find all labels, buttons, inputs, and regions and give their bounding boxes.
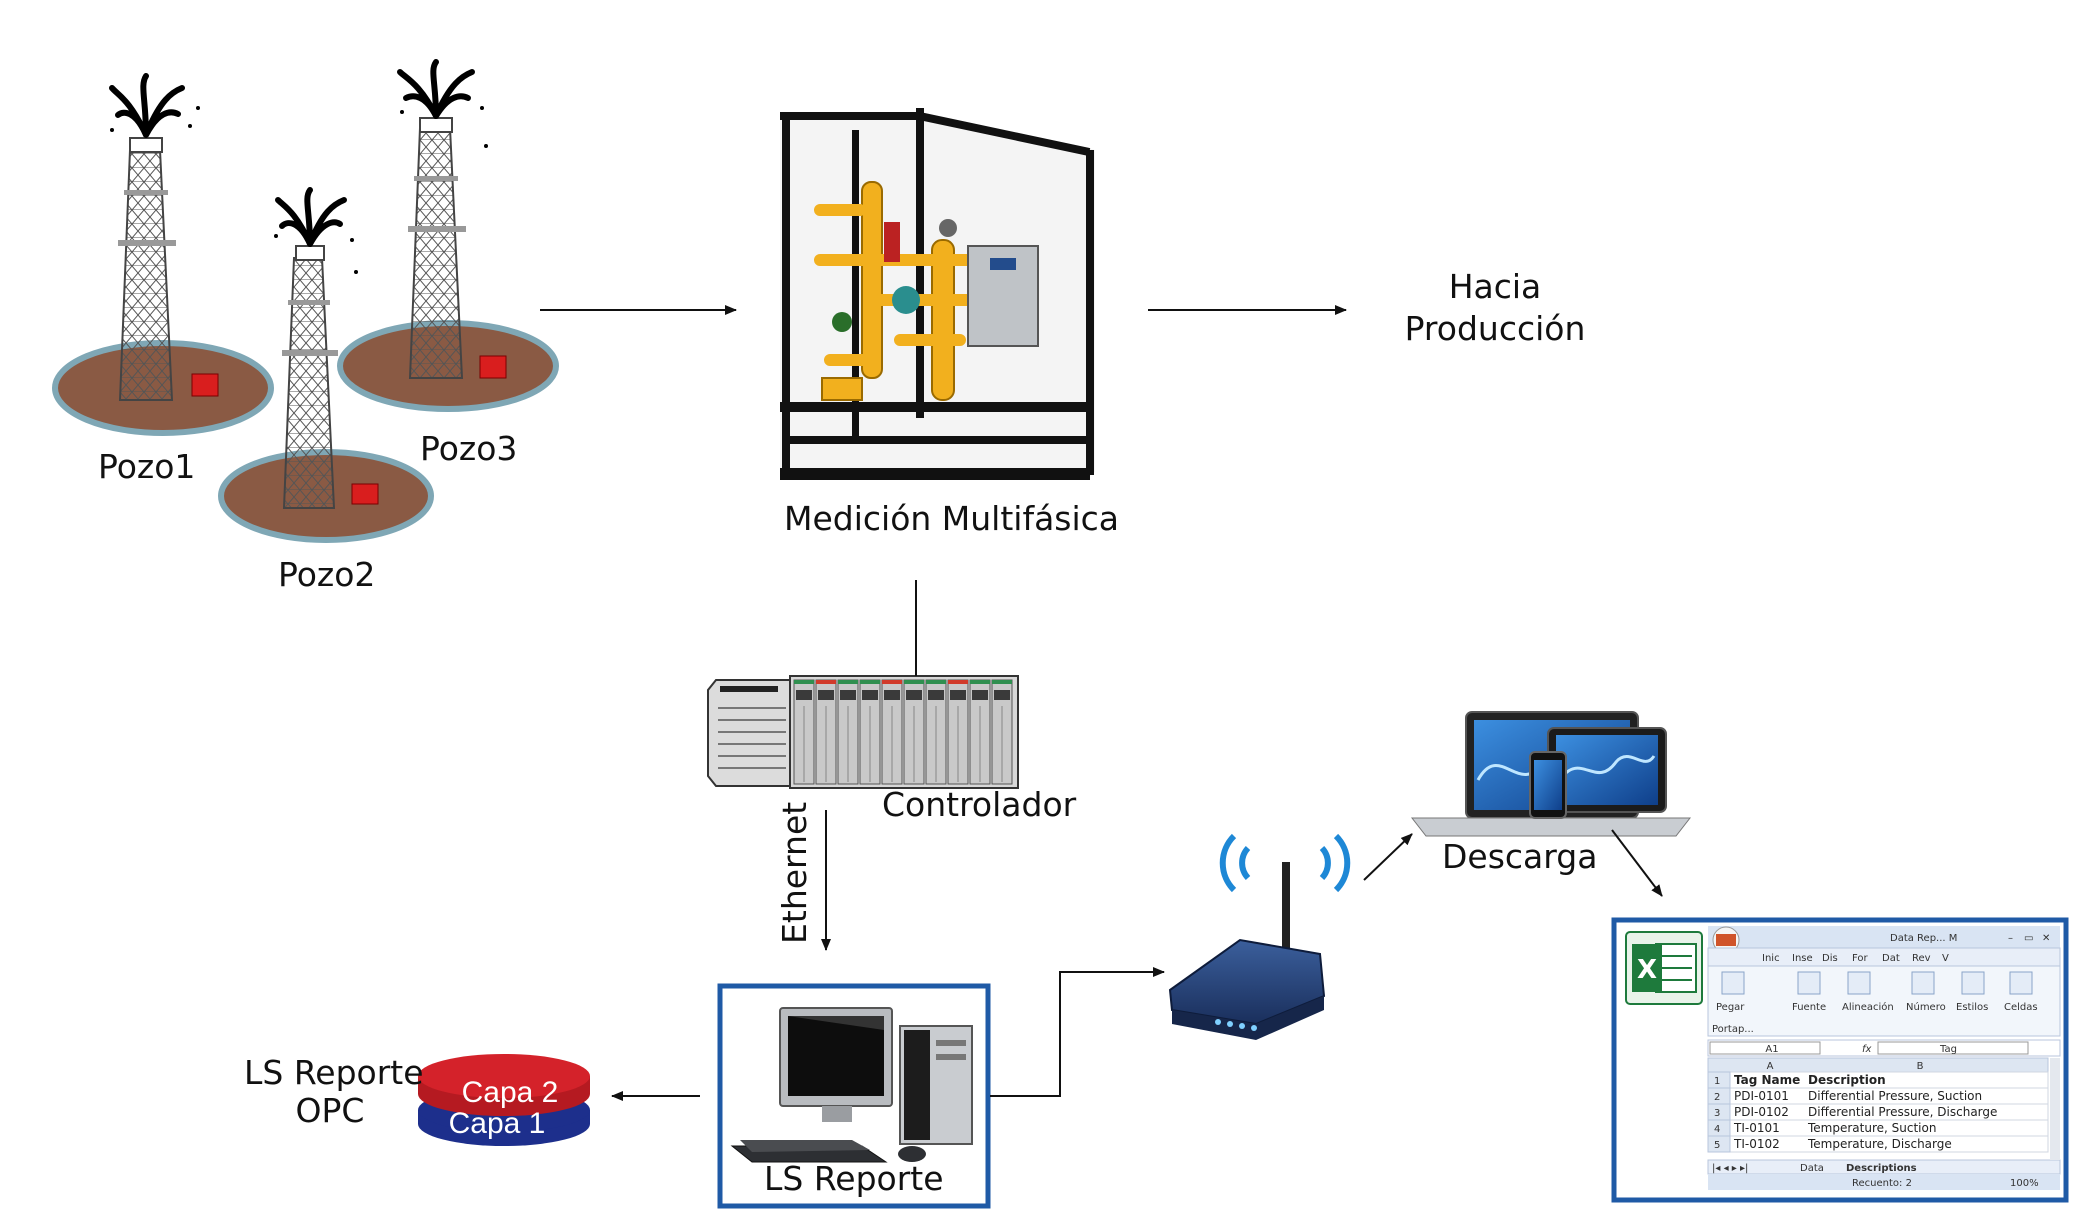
- svg-text:✕: ✕: [2042, 933, 2050, 944]
- well-2: [218, 187, 434, 543]
- plc-io-module: [903, 679, 925, 785]
- table-row: 3 PDI-0102 Differential Pressure, Discharg…: [1707, 1103, 2049, 1121]
- arrow-pc-to-router: [990, 967, 1165, 1097]
- cell-b[interactable]: Temperature, Discharge: [1807, 1137, 1952, 1151]
- plc-io-module: [815, 679, 837, 785]
- layer-2-label: Capa 2: [462, 1076, 559, 1109]
- plc-io-module: [793, 679, 815, 785]
- excel-window: X Data Rep... M –▭ ✕ Inic Inse Dis For Dat Rev…: [1611, 917, 2069, 1203]
- opc-label-line1: LS Reporte: [244, 1053, 424, 1092]
- production-label-line1: Hacia: [1448, 267, 1542, 306]
- controller-label: Controlador: [882, 785, 1077, 824]
- cell-b[interactable]: Differential Pressure, Discharge: [1808, 1105, 1997, 1119]
- excel-logo-icon: X: [1625, 931, 1703, 1005]
- ribbon-tab[interactable]: For: [1852, 953, 1869, 964]
- well-1-label: Pozo1: [98, 447, 196, 486]
- ribbon-tab[interactable]: Dat: [1882, 953, 1900, 964]
- ribbon-group-4[interactable]: Estilos: [1956, 1002, 1988, 1013]
- oil-derrick-icon: [109, 73, 219, 401]
- row-number: 3: [1714, 1108, 1720, 1119]
- oil-derrick-icon: [274, 187, 379, 509]
- plc-io-module: [947, 679, 969, 785]
- well-1: [52, 73, 274, 436]
- table-row: 5 TI-0102 Temperature, Discharge: [1707, 1135, 2049, 1153]
- cell-a[interactable]: PDI-0102: [1734, 1105, 1789, 1119]
- sheet-tab-data[interactable]: Data: [1800, 1163, 1824, 1174]
- ribbon-group-5[interactable]: Celdas: [2004, 1002, 2038, 1013]
- clipboard-group-label: Portap...: [1712, 1024, 1754, 1035]
- excel-title: Data Rep... M: [1890, 933, 1957, 944]
- name-box[interactable]: A1: [1765, 1044, 1778, 1055]
- pc-label: LS Reporte: [764, 1159, 944, 1198]
- svg-text:|◂ ◂ ▸ ▸|: |◂ ◂ ▸ ▸|: [1712, 1163, 1748, 1174]
- svg-text:–: –: [2008, 933, 2013, 944]
- plc-io-module: [859, 679, 881, 785]
- ribbon-tab[interactable]: Inse: [1792, 953, 1813, 964]
- meter-label: Medición Multifásica: [784, 499, 1120, 538]
- cell-b[interactable]: Temperature, Suction: [1807, 1121, 1936, 1135]
- arrow-router-to-devices: [1363, 833, 1413, 881]
- laptop-tablet-phone-icon: [1410, 711, 1692, 837]
- row-number: 2: [1714, 1092, 1720, 1103]
- desktop-pc-icon: [730, 1007, 973, 1163]
- svg-text:fx: fx: [1862, 1044, 1872, 1055]
- wireless-router-icon: [1168, 833, 1351, 1040]
- ribbon-tab[interactable]: Dis: [1822, 953, 1838, 964]
- ribbon-group-3[interactable]: Número: [1906, 1001, 1946, 1013]
- table-row: 4 TI-0101 Temperature, Suction: [1707, 1119, 2049, 1137]
- ribbon-tab[interactable]: Rev: [1912, 953, 1931, 964]
- row-number: 5: [1714, 1140, 1720, 1151]
- plc-io-module: [881, 679, 903, 785]
- well-3: [337, 59, 559, 412]
- cell-b[interactable]: Differential Pressure, Suction: [1808, 1089, 1982, 1103]
- col-header-b: B: [1917, 1061, 1924, 1072]
- ribbon-tab[interactable]: V: [1942, 953, 1949, 964]
- cell-b[interactable]: Description: [1808, 1073, 1886, 1087]
- opc-label-line2: OPC: [295, 1091, 365, 1130]
- plc-io-module: [925, 679, 947, 785]
- table-row: 1 Tag Name Description: [1707, 1071, 2049, 1089]
- zoom-level: 100%: [2010, 1178, 2039, 1189]
- ribbon-group-0[interactable]: Pegar: [1716, 1002, 1745, 1013]
- plc-io-module: [991, 679, 1013, 785]
- ribbon-group-1[interactable]: Fuente: [1792, 1002, 1826, 1013]
- plc-controller-icon: [707, 675, 1019, 789]
- multiphase-meter-icon: [780, 108, 1095, 480]
- well-3-label: Pozo3: [420, 429, 518, 468]
- production-label-line2: Producción: [1404, 309, 1586, 348]
- sheet-tab-descriptions[interactable]: Descriptions: [1846, 1163, 1917, 1174]
- arrow-devices-to-excel: [1611, 829, 1663, 897]
- cell-a[interactable]: TI-0102: [1733, 1137, 1780, 1151]
- plc-io-module: [969, 679, 991, 785]
- cell-a[interactable]: TI-0101: [1733, 1121, 1780, 1135]
- svg-text:X: X: [1637, 955, 1657, 985]
- cell-a[interactable]: Tag Name: [1734, 1073, 1800, 1087]
- pc-frame: [717, 983, 991, 1209]
- ribbon-group-2[interactable]: Alineación: [1842, 1001, 1894, 1013]
- cell-a[interactable]: PDI-0101: [1734, 1089, 1789, 1103]
- layer-1-label: Capa 1: [449, 1107, 546, 1140]
- oil-derrick-icon: [397, 59, 507, 379]
- formula-bar[interactable]: Tag: [1939, 1044, 1957, 1055]
- plc-io-module: [837, 679, 859, 785]
- download-label: Descarga: [1442, 837, 1598, 876]
- status-count: Recuento: 2: [1852, 1178, 1912, 1189]
- well-2-label: Pozo2: [278, 555, 376, 594]
- row-number: 1: [1714, 1076, 1720, 1087]
- database-layers-icon: Capa 2 Capa 1: [418, 1054, 590, 1146]
- ethernet-label: Ethernet: [775, 801, 815, 944]
- table-row: 2 PDI-0101 Differential Pressure, Suction: [1707, 1087, 2049, 1105]
- row-number: 4: [1714, 1124, 1720, 1135]
- svg-text:▭: ▭: [2024, 933, 2033, 944]
- col-header-a: A: [1767, 1061, 1774, 1072]
- ribbon-tab[interactable]: Inic: [1762, 953, 1780, 964]
